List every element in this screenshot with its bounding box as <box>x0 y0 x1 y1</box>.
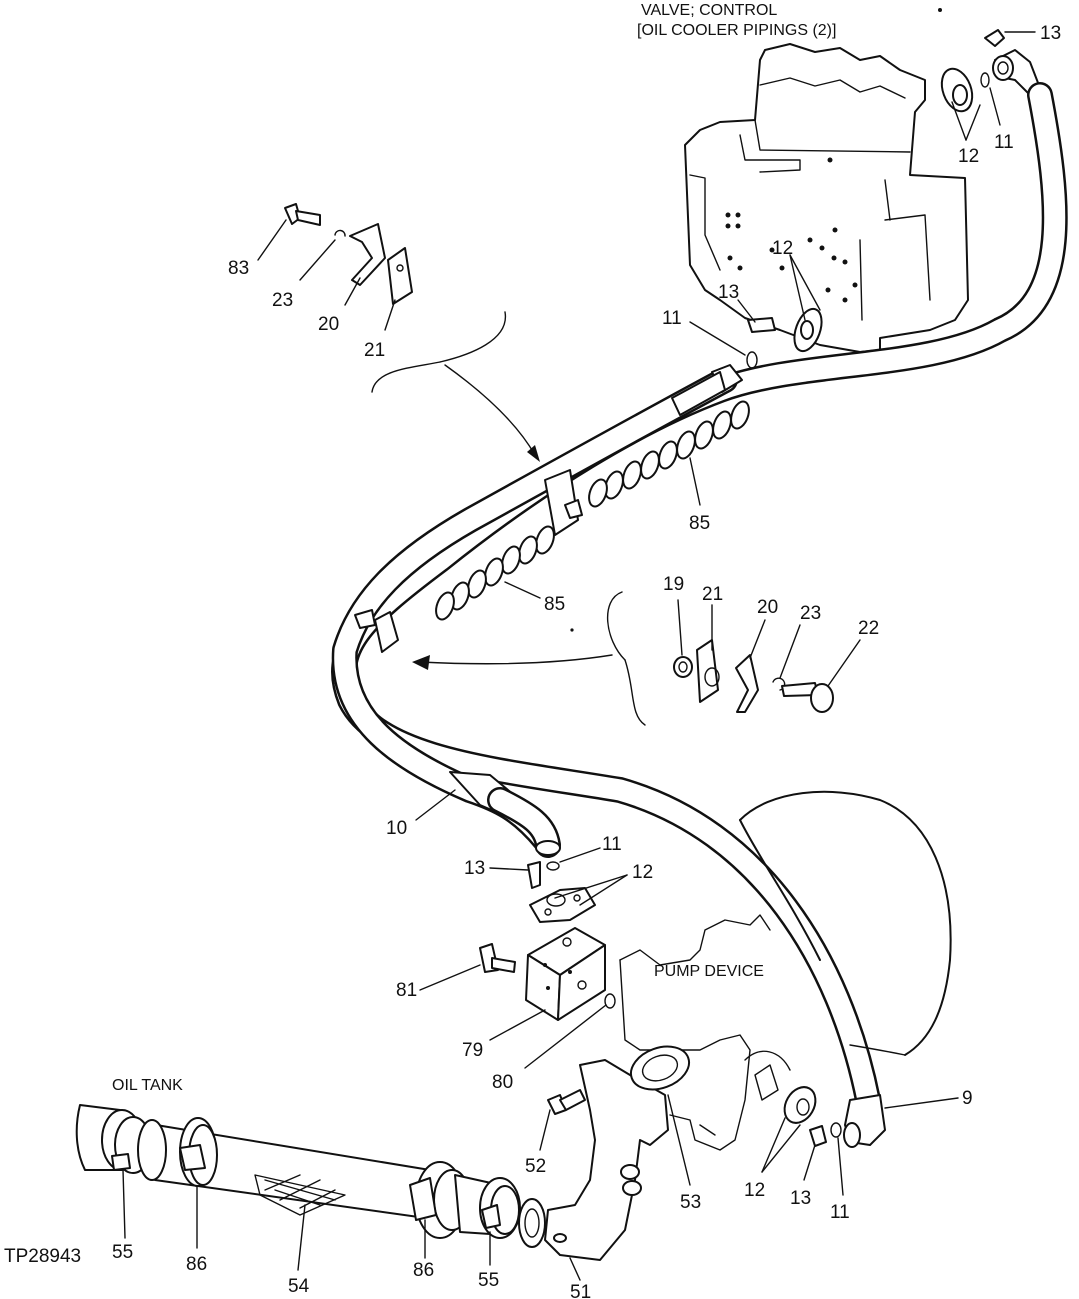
callout-12-pump: 12 <box>744 1180 765 1201</box>
title-line-2: [OIL COOLER PIPINGS (2)] <box>637 22 836 39</box>
pump-port-fitting <box>783 1086 886 1148</box>
callout-20-upper: 20 <box>318 314 339 335</box>
figure-id: TP28943 <box>4 1246 81 1267</box>
callout-13-mid: 13 <box>464 858 485 879</box>
callout-13-valve: 13 <box>718 282 739 303</box>
callout-23-lower: 23 <box>800 603 821 624</box>
stray-dot <box>938 8 942 12</box>
label-pump-device: PUMP DEVICE <box>654 963 764 980</box>
label-oil-tank: OIL TANK <box>112 1077 183 1094</box>
callout-13-top: 13 <box>1040 23 1061 44</box>
callout-81: 81 <box>396 980 417 1001</box>
detail-bracket-upper <box>439 311 506 363</box>
callout-22: 22 <box>858 618 879 639</box>
callout-21-upper: 21 <box>364 340 385 361</box>
callout-12-mid: 12 <box>632 862 653 883</box>
callout-11-pump: 11 <box>830 1202 850 1223</box>
callout-10: 10 <box>386 818 407 839</box>
sleeve-protector-85-lower <box>435 525 555 621</box>
callout-11-mid: 11 <box>602 834 622 855</box>
control-valve-body <box>684 43 969 353</box>
block-79 <box>479 927 616 1021</box>
callout-85-upper: 85 <box>689 513 710 534</box>
callout-86-left: 86 <box>186 1254 207 1275</box>
bracket-kit-lower <box>673 639 834 713</box>
hose-10-elbow <box>449 771 561 858</box>
callout-79: 79 <box>462 1040 483 1061</box>
bracket-kit-upper <box>284 203 413 305</box>
hose-54 <box>137 1117 521 1239</box>
sleeve-protector-85-upper <box>588 400 750 508</box>
callout-55-left: 55 <box>112 1242 133 1263</box>
callout-9: 9 <box>962 1088 973 1109</box>
title-line-1: VALVE; CONTROL <box>641 2 777 19</box>
callout-11-top: 11 <box>994 132 1014 153</box>
callout-83: 83 <box>228 258 249 279</box>
detail-arrow-lower <box>419 654 613 665</box>
top-bolt-13 <box>984 29 1005 47</box>
hose-clamp-mid <box>354 469 583 653</box>
callout-20-lower: 20 <box>757 597 778 618</box>
mid-flange-fitting <box>527 861 596 923</box>
callout-51: 51 <box>570 1282 591 1299</box>
callout-23-upper: 23 <box>272 290 293 311</box>
elbow-pipe-51 <box>518 1045 691 1261</box>
callout-19: 19 <box>663 574 684 595</box>
callout-52: 52 <box>525 1156 546 1177</box>
callout-55-right: 55 <box>478 1270 499 1291</box>
callout-11-valve: 11 <box>662 308 682 329</box>
callout-54: 54 <box>288 1276 310 1297</box>
pump-device-housing <box>619 790 952 1151</box>
callout-53: 53 <box>680 1192 701 1213</box>
detail-arrow-upper <box>444 364 536 456</box>
callout-80: 80 <box>492 1072 513 1093</box>
callout-86-right: 86 <box>413 1260 434 1281</box>
callout-12-valve: 12 <box>772 238 793 259</box>
callout-12-top: 12 <box>958 146 979 167</box>
valve-port-fitting <box>671 307 823 416</box>
hose-9-assembly <box>331 82 1068 1113</box>
top-o-ring <box>980 72 990 88</box>
top-flange-fitting <box>940 29 1041 113</box>
callout-85-lower: 85 <box>544 594 565 615</box>
callout-21-lower: 21 <box>702 584 723 605</box>
leader-lines <box>122 31 1036 1281</box>
detail-bracket-lower <box>607 591 626 661</box>
callout-13-pump: 13 <box>790 1188 811 1209</box>
